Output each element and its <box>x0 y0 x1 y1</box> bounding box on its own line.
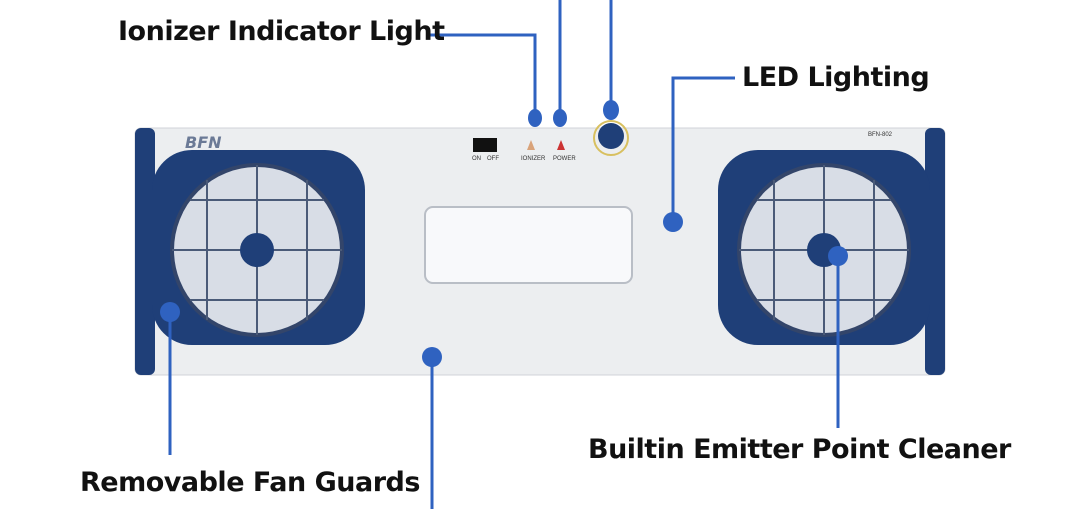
ionizer-led <box>527 140 535 150</box>
callout-dots <box>160 100 848 367</box>
ionizer-label: IONIZER <box>521 156 546 162</box>
ionizer-indicator-line <box>430 33 537 118</box>
speed-knob-dial-ring <box>593 120 629 156</box>
switch-on-label: ON <box>472 156 481 162</box>
led-lighting-dot <box>663 212 683 232</box>
power-switch <box>473 138 497 152</box>
led-lighting-line <box>671 76 735 222</box>
callout-lines <box>168 0 840 509</box>
switch-off-label: OFF <box>487 156 499 162</box>
callout-led-lighting: LED Lighting <box>742 62 930 93</box>
callout-ionizer-indicator: Ionizer Indicator Light <box>118 16 445 47</box>
right-end-cap <box>925 128 945 375</box>
right-fan <box>718 150 930 345</box>
callout-emitter-cleaner: Builtin Emitter Point Cleaner <box>588 434 1011 465</box>
power-label: POWER <box>553 156 576 162</box>
fan-guards-dot <box>160 302 180 322</box>
power-led-dot <box>553 109 567 127</box>
body-center-dot <box>422 347 442 367</box>
model-label: BFN-802 <box>868 132 893 138</box>
callout-fan-guards: Removable Fan Guards <box>80 467 420 498</box>
power-led <box>557 140 565 150</box>
left-fan-hub <box>240 233 274 267</box>
emitter-cleaner-dot <box>828 246 848 266</box>
left-end-cap <box>135 128 155 375</box>
led-light-window <box>424 206 633 284</box>
brand-logo: BFN <box>185 133 222 152</box>
speed-knob-dot <box>603 100 619 120</box>
ionizer-indicator-dot <box>528 109 542 127</box>
left-fan <box>152 150 365 345</box>
speed-knob <box>598 123 624 149</box>
